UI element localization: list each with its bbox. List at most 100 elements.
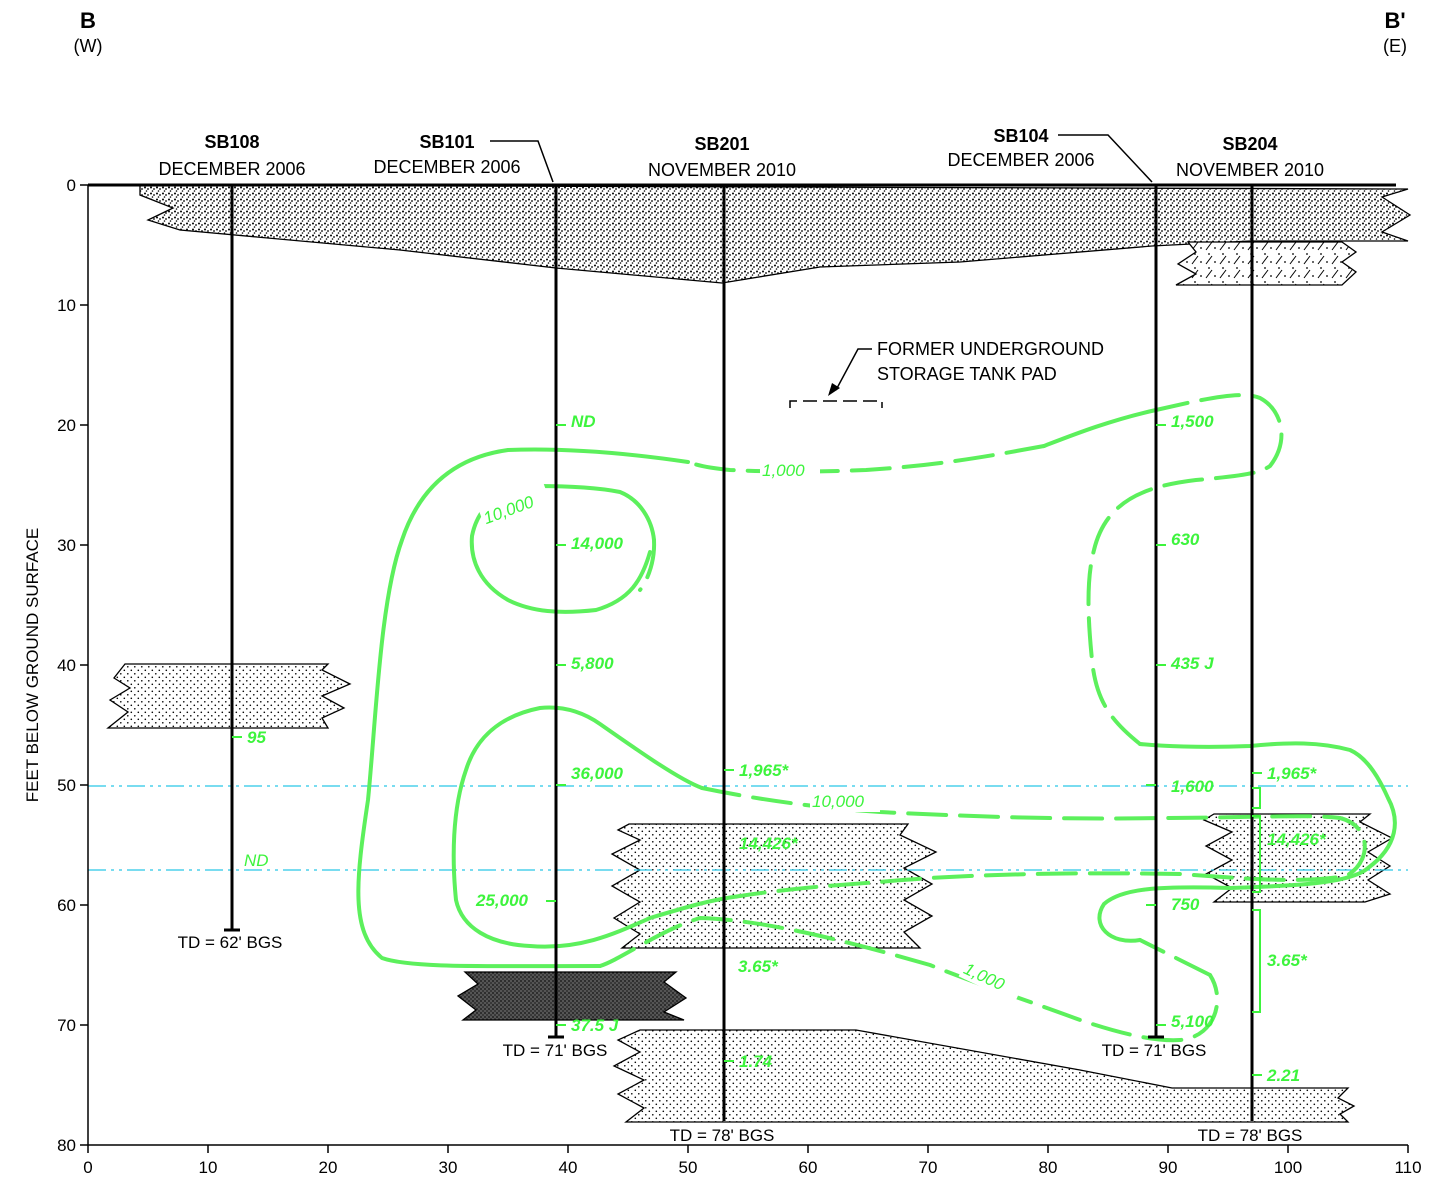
- boring-sb201-name: SB201: [694, 134, 749, 154]
- section-right-direction: (E): [1383, 36, 1407, 56]
- x-tick-label: 90: [1159, 1158, 1178, 1177]
- boring-logs: [224, 185, 1254, 1121]
- x-tick-label: 70: [919, 1158, 938, 1177]
- contour-1000-north: [686, 444, 1046, 474]
- ust-pad-label-line1: FORMER UNDERGROUND: [877, 339, 1104, 359]
- water-table-lines: [88, 785, 1408, 871]
- surface-fill-unit: [139, 184, 1412, 284]
- x-axis-ticks: 0 10 20 30 40 50 60 70 80 90 100 110: [83, 1145, 1422, 1177]
- y-tick-label: 40: [57, 656, 76, 675]
- sample-sb108-95: 95: [247, 728, 266, 747]
- bracket-sb204-lower: [1252, 909, 1261, 1013]
- sample-sb104-1600: 1,600: [1171, 777, 1214, 796]
- sample-sb204-14426: 14,426*: [1267, 830, 1327, 849]
- boring-sb101-total-depth: TD = 71' BGS: [503, 1041, 608, 1060]
- boring-sb201-date: NOVEMBER 2010: [648, 160, 796, 180]
- contour-1000-west: [356, 447, 690, 969]
- x-tick-label: 10: [199, 1158, 218, 1177]
- sample-sb204-1965: 1,965*: [1267, 764, 1318, 783]
- clay-lens-sb204: [1175, 241, 1358, 286]
- contour-1000-east-d: [1086, 393, 1284, 746]
- x-tick-label: 100: [1274, 1158, 1302, 1177]
- contour-10000-east: [700, 786, 1367, 898]
- boring-sb204-date: NOVEMBER 2010: [1176, 160, 1324, 180]
- sample-ticks: [232, 424, 1262, 1076]
- sample-sb104-435j: 435 J: [1170, 654, 1214, 673]
- x-tick-label: 30: [439, 1158, 458, 1177]
- contour-1000-east-c: [1097, 741, 1397, 943]
- x-tick-label: 20: [319, 1158, 338, 1177]
- contour-lines: [356, 393, 1397, 1043]
- y-tick-label: 10: [57, 296, 76, 315]
- contour-label-10000-main: 10,000: [812, 792, 865, 811]
- sand-lens-sb201: [610, 823, 938, 949]
- sample-sb204-365: 3.65*: [1267, 951, 1308, 970]
- sample-sb101-5800: 5,800: [571, 654, 614, 673]
- y-axis-ticks: 0 10 20 30 40 50 60 70 80: [57, 176, 88, 1155]
- sample-sb201-365: 3.65*: [738, 957, 779, 976]
- ust-pad-leader: [835, 348, 872, 391]
- sample-sb101-nd: ND: [571, 412, 596, 431]
- x-tick-label: 50: [679, 1158, 698, 1177]
- contour-1000-east-b: [1138, 938, 1212, 977]
- y-axis-label: FEET BELOW GROUND SURFACE: [23, 528, 42, 803]
- contour-1000-east-e: [1042, 408, 1158, 448]
- y-tick-label: 30: [57, 536, 76, 555]
- sample-sb101-14000: 14,000: [571, 534, 624, 553]
- contour-10000-loop-dash: [638, 538, 657, 592]
- sample-sb201-1965: 1,965*: [739, 761, 790, 780]
- y-tick-label: 80: [57, 1136, 76, 1155]
- section-right-id: B': [1384, 8, 1405, 33]
- sample-sb204-221: 2.21: [1266, 1066, 1300, 1085]
- y-tick-label: 60: [57, 896, 76, 915]
- ust-pad-leader-arrow: [828, 383, 840, 396]
- boring-sb108-date: DECEMBER 2006: [158, 159, 305, 179]
- x-tick-label: 0: [83, 1158, 92, 1177]
- y-tick-label: 0: [67, 176, 76, 195]
- boring-sb108-total-depth: TD = 62' BGS: [178, 933, 283, 952]
- boring-sb204-name: SB204: [1222, 134, 1277, 154]
- boring-sb101-name: SB101: [419, 132, 474, 152]
- x-tick-label: 40: [559, 1158, 578, 1177]
- sample-brackets: [1252, 787, 1261, 1013]
- sample-sb101-36000: 36,000: [571, 764, 624, 783]
- sand-lens-sb108: [106, 663, 352, 729]
- leader-sb104: [1058, 134, 1153, 183]
- boring-leaders: [490, 134, 1153, 183]
- sample-sb201-14426: 14,426*: [739, 834, 799, 853]
- boring-sb104-name: SB104: [993, 126, 1048, 146]
- y-tick-label: 20: [57, 416, 76, 435]
- y-tick-label: 70: [57, 1016, 76, 1035]
- bracket-sb204-middle: [1252, 815, 1261, 893]
- sand-unit-bottom: [612, 1029, 1356, 1123]
- x-tick-label: 80: [1039, 1158, 1058, 1177]
- sample-sb104-5100: 5,100: [1171, 1012, 1214, 1031]
- contour-label-1000-north-bg: [760, 458, 820, 480]
- boring-sb204-total-depth: TD = 78' BGS: [1198, 1126, 1303, 1145]
- y-tick-label: 50: [57, 776, 76, 795]
- boring-sb108-name: SB108: [204, 132, 259, 152]
- section-left-id: B: [80, 8, 96, 33]
- contour-10000-loop: [469, 484, 656, 614]
- boring-sb101-date: DECEMBER 2006: [373, 157, 520, 177]
- sample-sb104-750: 750: [1171, 895, 1200, 914]
- ust-pad-callout: FORMER UNDERGROUND STORAGE TANK PAD: [789, 339, 1104, 408]
- boring-sb104-total-depth: TD = 71' BGS: [1102, 1041, 1207, 1060]
- contour-label-1000-south-bg: [958, 956, 1025, 1003]
- sample-sb104-1500: 1,500: [1171, 412, 1214, 431]
- contour-label-10000-main-bg: [810, 790, 880, 812]
- sample-sb101-375j: 37.5 J: [571, 1016, 619, 1035]
- contour-10000-main: [451, 705, 742, 949]
- boring-sb104-date: DECEMBER 2006: [947, 150, 1094, 170]
- x-tick-label: 110: [1394, 1158, 1421, 1177]
- ust-pad-symbol: [789, 400, 883, 408]
- boring-sb201-total-depth: TD = 78' BGS: [670, 1126, 775, 1145]
- sample-sb201-174: 1.74: [739, 1052, 773, 1071]
- dark-lens-sb101: [456, 971, 688, 1021]
- x-tick-label: 60: [799, 1158, 818, 1177]
- sample-sb101-25000: 25,000: [475, 891, 529, 910]
- sample-sb104-630: 630: [1171, 530, 1200, 549]
- bracket-sb204-upper: [1252, 787, 1261, 809]
- leader-sb101: [490, 140, 554, 183]
